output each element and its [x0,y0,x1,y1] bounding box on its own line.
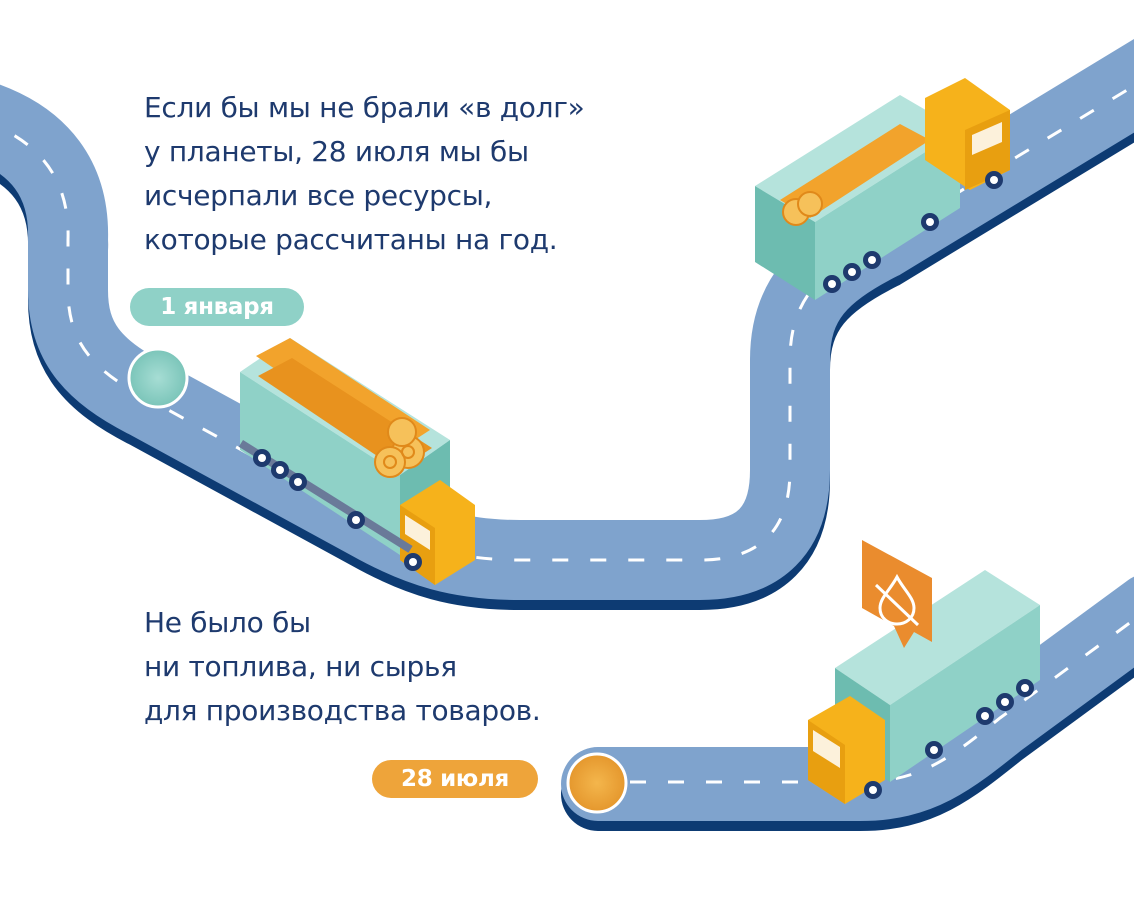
intro-line: которые рассчитаны на год. [144,223,558,256]
consequence-line: Не было бы [144,606,311,639]
start-date-badge: 1 января [130,288,304,326]
truck-icon [238,338,475,585]
intro-line: Если бы мы не брали «в долг» [144,91,585,124]
circle-marker-icon [566,752,628,814]
truck-icon [808,570,1040,804]
logs-icon [780,124,930,226]
consequence-text: Не было бы ни топлива, ни сырья для прои… [144,601,541,733]
truck-icon [755,78,1010,300]
intro-text: Если бы мы не брали «в долг» у планеты, … [144,86,585,262]
consequence-line: для производства товаров. [144,694,541,727]
intro-line: у планеты, 28 июля мы бы [144,135,529,168]
crossed-drop-icon [862,540,932,648]
logs-icon [256,338,432,478]
end-date-badge: 28 июля [372,760,538,798]
circle-marker-icon [127,347,189,409]
intro-line: исчерпали все ресурсы, [144,179,493,212]
consequence-line: ни топлива, ни сырья [144,650,457,683]
